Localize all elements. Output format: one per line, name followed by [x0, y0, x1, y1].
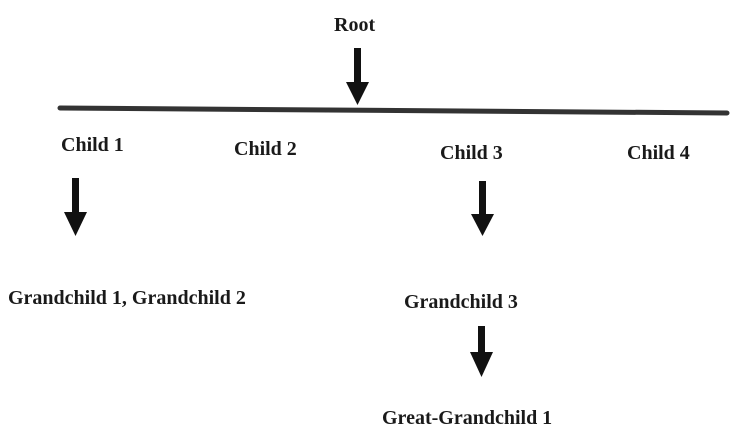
- node-great-grandchild-1: Great-Grandchild 1: [382, 407, 553, 429]
- root-arrow: [346, 48, 369, 105]
- child3-arrow: [471, 181, 494, 236]
- node-child-2: Child 2: [234, 138, 297, 160]
- node-child-1: Child 1: [61, 134, 124, 156]
- node-grandchildren-1-2: Grandchild 1, Grandchild 2: [8, 287, 246, 309]
- child1-arrow: [64, 178, 87, 236]
- node-child-4: Child 4: [627, 142, 690, 164]
- level-line: [57, 105, 730, 116]
- node-grandchild-3: Grandchild 3: [404, 291, 518, 313]
- node-child-3: Child 3: [440, 142, 503, 164]
- node-root: Root: [334, 14, 376, 36]
- grandchild3-arrow: [470, 326, 493, 377]
